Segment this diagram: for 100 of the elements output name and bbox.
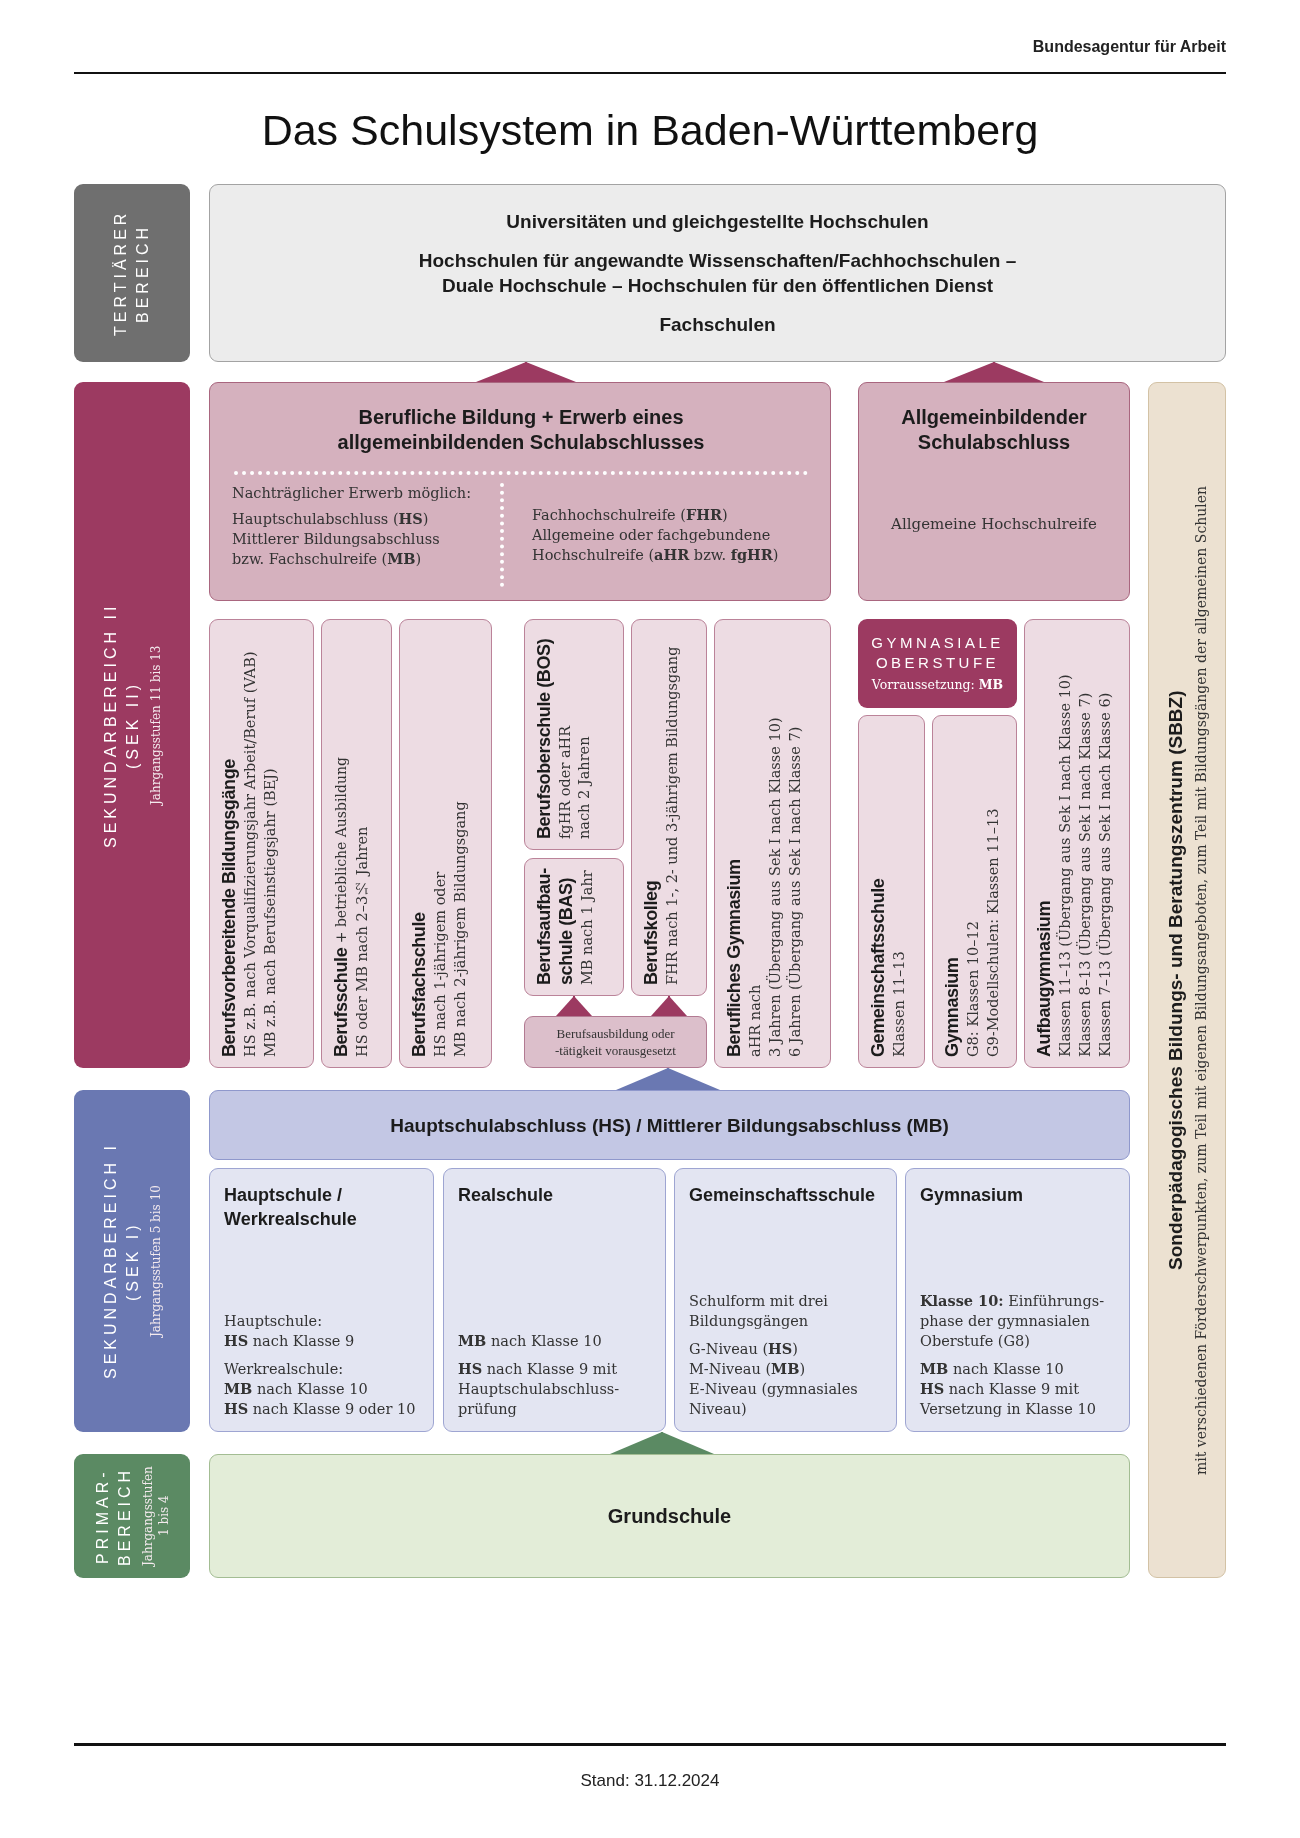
school-detail: G9-Modellschulen: Klassen 11–13 (984, 808, 1002, 1057)
prerequisite-note: Berufsausbildung oder -tätigkeit vorausgesetzt (554, 1025, 677, 1059)
school-name: Gemeinschaftsschule (867, 878, 889, 1057)
school-name: Berufsoberschule (BOS) (533, 638, 555, 839)
arrow (651, 995, 687, 1017)
band-heading: Sonderpädagogisches Bildungs- und Beratungszentrum (SBBZ) (1164, 690, 1187, 1270)
school-name: Berufsfachschule (408, 912, 430, 1057)
school-panel (209, 1454, 1130, 1578)
school-detail: 3 Jahren (Übergang aus Sek I nach Klasse 10) (766, 717, 784, 1057)
school-card (905, 1168, 1130, 1432)
school-name: Berufsaufbau- schule (BAS) (533, 868, 577, 985)
school-detail: Klassen 8–13 (Übergang aus Sek I nach Klasse 7) (1076, 692, 1094, 1057)
school-column (209, 619, 314, 1068)
arrow (476, 361, 576, 383)
school-detail: G-Niveau (HS) (689, 1339, 798, 1359)
school-detail: Schulform mit drei Bildungsgängen (689, 1292, 829, 1331)
school-detail: MB z.B. nach Berufseinstiegsjahr (BEJ) (261, 768, 279, 1057)
school-card (443, 1168, 666, 1432)
school-detail: HS oder MB nach 2–3½ Jahren (353, 826, 371, 1057)
school-detail: MB nach 1 Jahr (578, 870, 596, 985)
school-detail: Klassen 7–13 (Übergang aus Sek I nach Klasse 6) (1096, 692, 1114, 1057)
date-note: Stand: 31.12.2024 (580, 1771, 720, 1791)
school-detail: HS nach Klasse 9 mit Versetzung in Klasse 10 (920, 1379, 1097, 1419)
school-name: Berufsschule + betriebliche Ausbildung (330, 757, 352, 1057)
institution-name: Fachschulen (659, 313, 776, 337)
school-card (209, 1168, 434, 1432)
prerequisite-box (524, 1016, 707, 1068)
qualification-panel (858, 382, 1130, 601)
qualification-bar (209, 1090, 1130, 1160)
school-name: Berufskolleg (640, 880, 662, 985)
arrow (944, 361, 1044, 383)
qualification-text: Allgemeine oder fachgebundene Hochschulreife (aHR bzw. fgHR) (532, 526, 780, 565)
level-band (74, 1454, 190, 1578)
school-column (714, 619, 831, 1068)
institution-name: Universitäten und gleichgestellte Hochschulen (506, 210, 929, 234)
prerequisite-note: Vorraussetzung: MB (871, 676, 1004, 694)
stage-banner (858, 619, 1017, 708)
panel-heading: Allgemeinbildender Schulabschluss (900, 405, 1088, 455)
school-name: Gymnasium (920, 1184, 1024, 1207)
level-title: PRIMAR- BEREICH (93, 1465, 134, 1568)
school-detail: MB nach Klasse 10 (224, 1379, 368, 1399)
school-card (674, 1168, 897, 1432)
grade-range: Jahrgangsstufen 11 bis 13 (148, 645, 164, 805)
publisher-name: Bundesagentur für Arbeit (1032, 38, 1226, 56)
school-column (524, 858, 624, 996)
school-detail: G8: Klassen 10–12 (964, 921, 982, 1057)
school-detail: FHR nach 1-, 2- und 3-jährigem Bildungsgang (663, 646, 681, 985)
school-name: Aufbaugymnasium (1033, 900, 1055, 1057)
school-name: Hauptschule / Werkrealschule (224, 1184, 358, 1231)
info-band (1148, 382, 1226, 1578)
school-name: Gymnasium (941, 957, 963, 1057)
qualification-text: Mittlerer Bildungsabschluss bzw. Fachschulreife (MB) (232, 530, 441, 569)
school-detail: HS nach Klasse 9 mit Hauptschulabschluss- prüfung (458, 1359, 621, 1419)
qualification-panel (209, 382, 831, 601)
school-detail: MB nach Klasse 10 (920, 1359, 1064, 1379)
qualification-text: Hauptschulabschluss (HS) (232, 509, 429, 529)
school-name: Berufsvorbereitende Bildungsgänge (218, 759, 240, 1057)
level-band (74, 1090, 190, 1432)
school-detail: HS z.B. nach Vorqualifizierungsjahr Arbeit/Beruf (VAB) (241, 651, 259, 1057)
school-name: Gemeinschaftsschule (689, 1184, 876, 1207)
school-detail: HS nach 1-jährigem oder (431, 871, 449, 1057)
school-column (1024, 619, 1130, 1068)
page-title: Das Schulsystem in Baden-Württemberg (261, 106, 1039, 155)
school-column (524, 619, 624, 850)
school-column (858, 715, 925, 1068)
level-title: SEKUNDARBEREICH II (SEK II) (101, 601, 142, 850)
stage-title: GYMNASIALE OBERSTUFE (870, 633, 1005, 673)
school-column (321, 619, 392, 1068)
level-band (74, 184, 190, 362)
school-column (631, 619, 707, 996)
level-title: TERTIÄRER BEREICH (111, 208, 152, 339)
school-detail: M-Niveau (MB) (689, 1359, 806, 1379)
school-detail: Hauptschule: (224, 1312, 323, 1331)
grade-range: Jahrgangsstufen 5 bis 10 (148, 1185, 164, 1337)
school-name: Realschule (458, 1184, 554, 1207)
panel-heading: Berufliche Bildung + Erwerb eines allgemeinbildenden Schulabschlusses (336, 405, 706, 455)
school-detail: HS nach Klasse 9 oder 10 (224, 1399, 416, 1419)
qualification-text: Nachträglicher Erwerb möglich: (232, 484, 472, 503)
school-detail: aHR nach (746, 984, 764, 1057)
arrow (610, 1431, 714, 1455)
qualification-title: Hauptschulabschluss (HS) / Mittlerer Bildungsabschluss (MB) (390, 1113, 949, 1138)
school-name: Berufliches Gymnasium (723, 859, 745, 1057)
school-detail: Klassen 11–13 (Übergang aus Sek I nach Klasse 10) (1056, 674, 1074, 1057)
level-title: SEKUNDARBEREICH I (SEK I) (101, 1141, 142, 1382)
level-band (74, 382, 190, 1068)
school-detail: HS nach Klasse 9 (224, 1331, 355, 1351)
school-detail: Klassen 11–13 (890, 951, 908, 1057)
arrow (556, 995, 592, 1017)
qualification-text: Fachhochschulreife (FHR) (532, 505, 728, 525)
school-name: Grundschule (607, 1503, 732, 1529)
institution-panel (209, 184, 1226, 362)
school-column (399, 619, 492, 1068)
school-column (932, 715, 1017, 1068)
school-detail: MB nach Klasse 10 (458, 1331, 602, 1351)
school-detail: Klasse 10: Einführungs- phase der gymnasialen Oberstufe (G8) (920, 1291, 1106, 1351)
school-detail: MB nach 2-jährigem Bildungsgang (451, 801, 469, 1057)
school-detail: Werkrealschule: (224, 1360, 344, 1379)
school-detail: E-Niveau (gymnasiales Niveau) (689, 1380, 859, 1419)
school-detail: fgHR oder aHR nach 2 Jahren (556, 724, 593, 839)
grade-range: Jahrgangsstufen 1 bis 4 (140, 1465, 172, 1569)
